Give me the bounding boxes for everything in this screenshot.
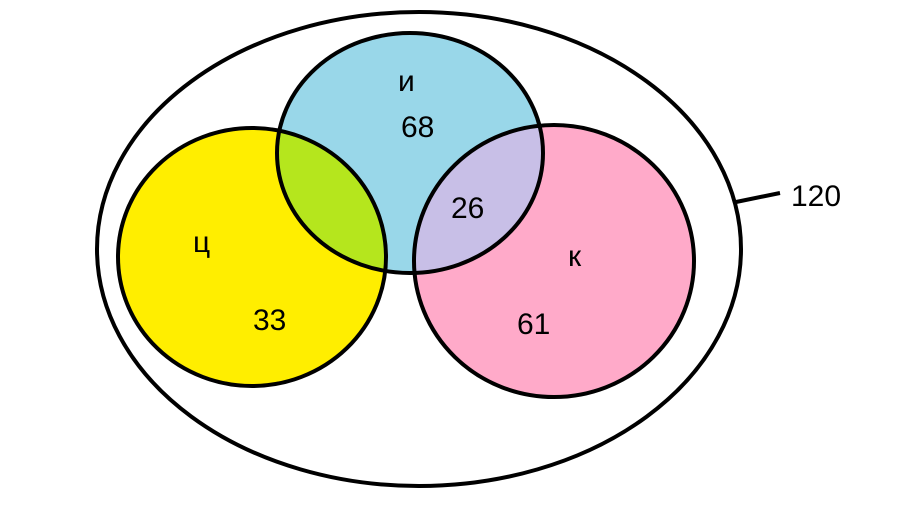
set-k-name: к: [568, 240, 582, 273]
set-i-value: 68: [401, 111, 434, 144]
overlap-c-i: [277, 128, 386, 273]
universe-ellipse: [95, 10, 743, 488]
set-c-name: ц: [193, 226, 210, 259]
set-i-outline: [275, 31, 545, 275]
set-c-outline: [116, 126, 388, 388]
universe-total: 120: [791, 180, 841, 213]
overlap-i-k-value: 26: [451, 192, 484, 225]
set-k-value: 61: [517, 308, 550, 341]
overlap-i-k: [414, 125, 543, 273]
total-pointer-line: [735, 191, 781, 204]
set-i-name: и: [398, 65, 415, 98]
set-k-outline: [412, 123, 696, 399]
set-c-value: 33: [253, 304, 286, 337]
